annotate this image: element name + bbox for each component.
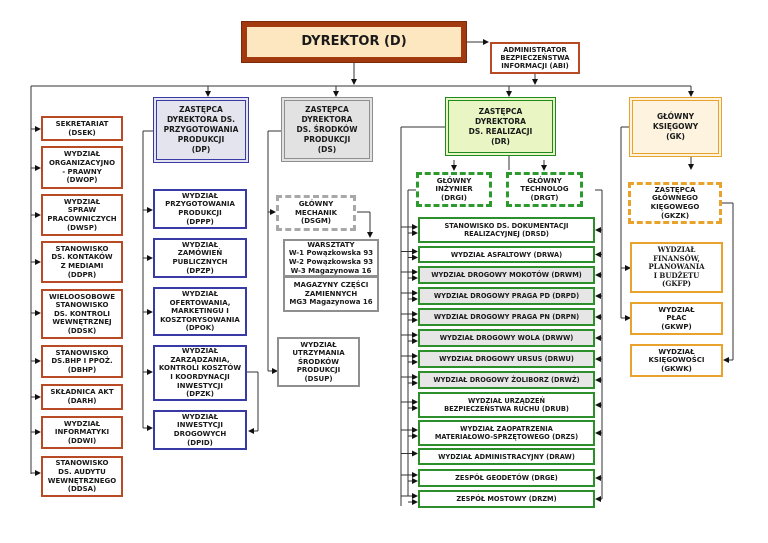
unit-label: WYDZIAŁ ADMINISTRACYJNY (DRAW) (438, 452, 575, 461)
unit-label: WYDZIAŁ PRZYGOTOWANIA PRODUKCJI (DPPP) (165, 191, 235, 226)
staff-unit-dbhp: STANOWISKO DS.BHP I PPOŻ. (DBHP) (41, 345, 123, 378)
unit-label: WYDZIAŁ KSIĘGOWOŚCI (GKWK) (648, 347, 705, 373)
unit-label: WYDZIAŁ UTRZYMANIA ŚRODKÓW PRODUKCJI (DS… (292, 340, 345, 383)
unit-label: MAGAZYNY CZĘŚCI ZAMIENNYCH MG3 Magazynow… (289, 281, 373, 307)
dr-head-label: ZASTĘPCA DYREKTORA DS. REALIZACJI (DR) (468, 106, 533, 146)
unit-label: SEKRETARIAT (DSEK) (55, 119, 109, 137)
dr-unit: WYDZIAŁ DROGOWY PRAGA PD (DRPD) (418, 287, 595, 305)
unit-label: ZESPÓŁ GEODETÓW (DRGE) (455, 474, 558, 482)
dp-unit-dpzp: WYDZIAŁ ZAMÓWIEŃ PUBLICZNYCH (DPZP) (153, 238, 247, 278)
dr-unit: WYDZIAŁ ZAOPATRZENIA MATERIAŁOWO-SPRZĘTO… (418, 420, 595, 446)
dr-unit: STANOWISKO DS. DOKUMENTACJI REALIZACYJNE… (418, 217, 595, 243)
unit-label: SKŁADNICA AKT (DARH) (50, 388, 114, 405)
unit-label: WYDZIAŁ SPRAW PRACOWNICZYCH (DWSP) (47, 197, 117, 232)
unit-label: STANOWISKO DS.BHP I PPOŻ. (DBHP) (51, 348, 113, 374)
ds-head-label: ZASTĘPCA DYREKTORA DS. ŚRODKÓW PRODUKCJI… (296, 104, 358, 154)
staff-unit-ddsk: WIELOOSOBOWE STANOWISKO DS. KONTROLI WEW… (41, 289, 123, 339)
ds-unit-dsup: WYDZIAŁ UTRZYMANIA ŚRODKÓW PRODUKCJI (DS… (277, 337, 360, 387)
ds-workshops: WARSZTATY W-1 Powązkowska 93 W-2 Powązko… (283, 239, 379, 277)
unit-label: GŁÓWNY MECHANIK (DSGM) (294, 200, 338, 226)
unit-label: WARSZTATY W-1 Powązkowska 93 W-2 Powązko… (288, 240, 374, 275)
abi-box: ADMINISTRATOR BEZPIECZEŃSTWA INFORMACJI … (490, 42, 580, 74)
unit-label: STANOWISKO DS. AUDYTU WEWNĘTRZNEGO (DDSA… (47, 459, 117, 494)
unit-label: WYDZIAŁ DROGOWY WOLA (DRWW) (439, 334, 574, 342)
unit-label: WYDZIAŁ DROGOWY URSUS (DRWU) (439, 355, 574, 363)
unit-label: WYDZIAŁ ORGANIZACYJNO - PRAWNY (DWOP) (48, 150, 116, 185)
dr-unit: WYDZIAŁ DROGOWY ŻOLIBORZ (DRWŻ) (418, 371, 595, 389)
unit-label: WYDZIAŁ ASFALTOWY (DRWA) (450, 250, 563, 259)
ds-spare-parts-warehouses: MAGAZYNY CZĘŚCI ZAMIENNYCH MG3 Magazynow… (283, 276, 379, 312)
gk-unit-gkwp: WYDZIAŁ PŁAC (GKWP) (630, 302, 723, 335)
unit-label: STANOWISKO DS. DOKUMENTACJI REALIZACYJNE… (444, 222, 569, 238)
dp-unit-dpzk: WYDZIAŁ ZARZĄDZANIA, KONTROLI KOSZTÓW I … (153, 345, 247, 401)
dr-chief-technologist: GŁÓWNY TECHNOLOG (DRGT) (506, 172, 583, 207)
unit-label: GŁÓWNY TECHNOLOG (DRGT) (520, 176, 569, 202)
dr-unit: WYDZIAŁ ASFALTOWY (DRWA) (418, 246, 595, 263)
staff-unit-ddsa: STANOWISKO DS. AUDYTU WEWNĘTRZNEGO (DDSA… (41, 456, 123, 497)
dp-unit-dpid: WYDZIAŁ INWESTYCJI DROGOWYCH (DPID) (153, 410, 247, 450)
gk-head: GŁÓWNY KSIĘGOWY (GK) (629, 97, 722, 157)
dp-head: ZASTĘPCA DYREKTORA DS. PRZYGOTOWANIA PRO… (153, 97, 249, 163)
unit-label: GŁÓWNY INŻYNIER (DRGI) (435, 176, 473, 202)
dr-unit: WYDZIAŁ DROGOWY URSUS (DRWU) (418, 350, 595, 368)
unit-label: ZESPÓŁ MOSTOWY (DRZM) (456, 495, 557, 503)
unit-label: STANOWISKO DS. KONTAKÓW Z MEDIAMI (DDPR) (51, 244, 113, 279)
ds-head: ZASTĘPCA DYREKTORA DS. ŚRODKÓW PRODUKCJI… (281, 97, 373, 162)
director-box: DYREKTOR (D) (241, 21, 467, 63)
unit-label: WIELOOSOBOWE STANOWISKO DS. KONTROLI WEW… (48, 292, 115, 335)
dr-head: ZASTĘPCA DYREKTORA DS. REALIZACJI (DR) (445, 97, 556, 156)
staff-unit-dwop: WYDZIAŁ ORGANIZACYJNO - PRAWNY (DWOP) (41, 146, 123, 189)
staff-unit-dsek: SEKRETARIAT (DSEK) (41, 116, 123, 141)
dr-unit: WYDZIAŁ URZĄDZEŃ BEZPIECZEŃSTWA RUCHU (D… (418, 392, 595, 418)
gk-head-label: GŁÓWNY KSIĘGOWY (GK) (652, 112, 699, 141)
unit-label: WYDZIAŁ ZAMÓWIEŃ PUBLICZNYCH (DPZP) (172, 240, 228, 275)
unit-label: WYDZIAŁ DROGOWY PRAGA PN (DRPN) (433, 313, 580, 321)
staff-unit-ddpr: STANOWISKO DS. KONTAKÓW Z MEDIAMI (DDPR) (41, 241, 123, 283)
unit-label: ZASTĘPCA GŁÓWNEGO KIĘGOWEGO (GKZK) (650, 185, 700, 220)
dr-unit: WYDZIAŁ ADMINISTRACYJNY (DRAW) (418, 448, 595, 465)
unit-label: WYDZIAŁ DROGOWY PRAGA PD (DRPD) (433, 292, 580, 300)
unit-label: WYDZIAŁ ZAOPATRZENIA MATERIAŁOWO-SPRZĘTO… (434, 425, 579, 441)
staff-unit-darh: SKŁADNICA AKT (DARH) (41, 384, 123, 410)
dp-unit-dpok: WYDZIAŁ OFERTOWANIA, MARKETINGU I KOSZTO… (153, 287, 247, 336)
dr-unit: WYDZIAŁ DROGOWY PRAGA PN (DRPN) (418, 308, 595, 326)
unit-label: WYDZIAŁ PŁAC (GKWP) (658, 305, 695, 331)
dr-unit: WYDZIAŁ DROGOWY MOKOTÓW (DRWM) (418, 266, 595, 284)
staff-unit-ddwi: WYDZIAŁ INFORMATYKI (DDWI) (41, 416, 123, 449)
unit-label: WYDZIAŁ URZĄDZEŃ BEZPIECZEŃSTWA RUCHU (D… (444, 397, 569, 413)
unit-label: WYDZIAŁ DROGOWY ŻOLIBORZ (DRWŻ) (433, 376, 580, 384)
ds-chief-mechanic: GŁÓWNY MECHANIK (DSGM) (276, 195, 356, 231)
dr-unit: ZESPÓŁ MOSTOWY (DRZM) (418, 490, 595, 508)
gk-unit-gkfp: WYDZIAŁ FINANSÓW, PLANOWANIA I BUDŻETU (… (630, 242, 723, 293)
unit-label: WYDZIAŁ FINANSÓW, PLANOWANIA I BUDŻETU (… (648, 245, 705, 289)
unit-label: WYDZIAŁ ZARZĄDZANIA, KONTROLI KOSZTÓW I … (158, 347, 242, 399)
dr-chief-engineer: GŁÓWNY INŻYNIER (DRGI) (416, 172, 492, 207)
dp-unit-dppp: WYDZIAŁ PRZYGOTOWANIA PRODUKCJI (DPPP) (153, 189, 247, 229)
unit-label: WYDZIAŁ INFORMATYKI (DDWI) (54, 419, 110, 445)
gk-unit-gkwk: WYDZIAŁ KSIĘGOWOŚCI (GKWK) (630, 344, 723, 377)
unit-label: WYDZIAŁ INWESTYCJI DROGOWYCH (DPID) (173, 412, 227, 447)
unit-label: WYDZIAŁ DROGOWY MOKOTÓW (DRWM) (431, 271, 582, 279)
abi-label: ADMINISTRATOR BEZPIECZEŃSTWA INFORMACJI … (500, 45, 570, 71)
director-label: DYREKTOR (D) (301, 33, 407, 49)
staff-unit-dwsp: WYDZIAŁ SPRAW PRACOWNICZYCH (DWSP) (41, 194, 123, 236)
unit-label: WYDZIAŁ OFERTOWANIA, MARKETINGU I KOSZTO… (160, 290, 240, 333)
gk-deputy: ZASTĘPCA GŁÓWNEGO KIĘGOWEGO (GKZK) (628, 182, 722, 224)
dr-unit: WYDZIAŁ DROGOWY WOLA (DRWW) (418, 329, 595, 347)
dp-head-label: ZASTĘPCA DYREKTORA DS. PRZYGOTOWANIA PRO… (163, 105, 239, 154)
dr-unit: ZESPÓŁ GEODETÓW (DRGE) (418, 469, 595, 487)
